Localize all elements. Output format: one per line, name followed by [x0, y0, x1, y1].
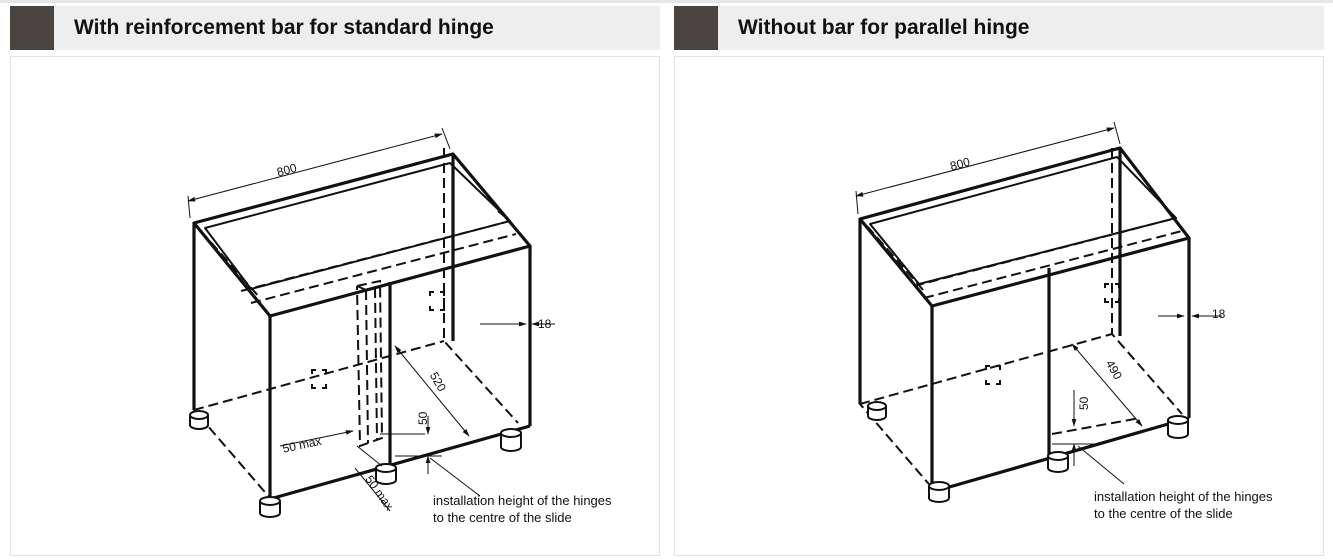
- hidden-edges: [193, 148, 519, 499]
- dim-thickness-label: 18: [538, 317, 552, 331]
- panel-title: Without bar for parallel hinge: [738, 16, 1030, 39]
- dim-depth-label: 520: [427, 370, 449, 395]
- dim-width-label: 800: [275, 161, 298, 180]
- dim-depth-label: 490: [1103, 358, 1125, 383]
- panel-title: With reinforcement bar for standard hing…: [74, 16, 494, 39]
- top-rule: [0, 0, 1333, 3]
- dim-thickness-label: 18: [1212, 307, 1226, 321]
- panel-header: With reinforcement bar for standard hing…: [10, 6, 660, 50]
- note-line-1: installation height of the hinges: [433, 493, 612, 508]
- cabinet-diagram-with-bar: 800 18 520 50 max 50 50 max: [187, 127, 555, 518]
- dimension-labels: 800 18 490 50: [949, 155, 1226, 410]
- hinge-marker-icons: [311, 291, 445, 389]
- cabinet-legs: [189, 410, 522, 518]
- cabinet-legs: [867, 401, 1189, 503]
- cabinet-outline: [192, 152, 532, 501]
- dimension-lines: [855, 121, 1222, 485]
- hinge-marker-icons: [985, 283, 1120, 385]
- dimension-lines: [187, 127, 555, 512]
- note-line-1: installation height of the hinges: [1094, 489, 1273, 504]
- dim-height-offset-label: 50: [416, 411, 430, 425]
- cabinet-diagram-without-bar: 800 18 490 50: [855, 121, 1226, 503]
- dim-width-label: 800: [949, 155, 972, 174]
- panel-with-bar: With reinforcement bar for standard hing…: [10, 6, 660, 556]
- header-square-icon: [674, 6, 718, 50]
- note-line-2: to the centre of the slide: [1094, 506, 1233, 521]
- note-line-2: to the centre of the slide: [433, 510, 572, 525]
- panel-header: Without bar for parallel hinge: [674, 6, 1324, 50]
- cabinet-outline: [858, 146, 1191, 494]
- header-square-icon: [10, 6, 54, 50]
- hidden-edges: [859, 148, 1183, 491]
- dim-bar-left-label: 50 max: [281, 434, 322, 456]
- dim-height-offset-label: 50: [1077, 396, 1091, 410]
- panel-without-bar: Without bar for parallel hinge: [674, 6, 1324, 556]
